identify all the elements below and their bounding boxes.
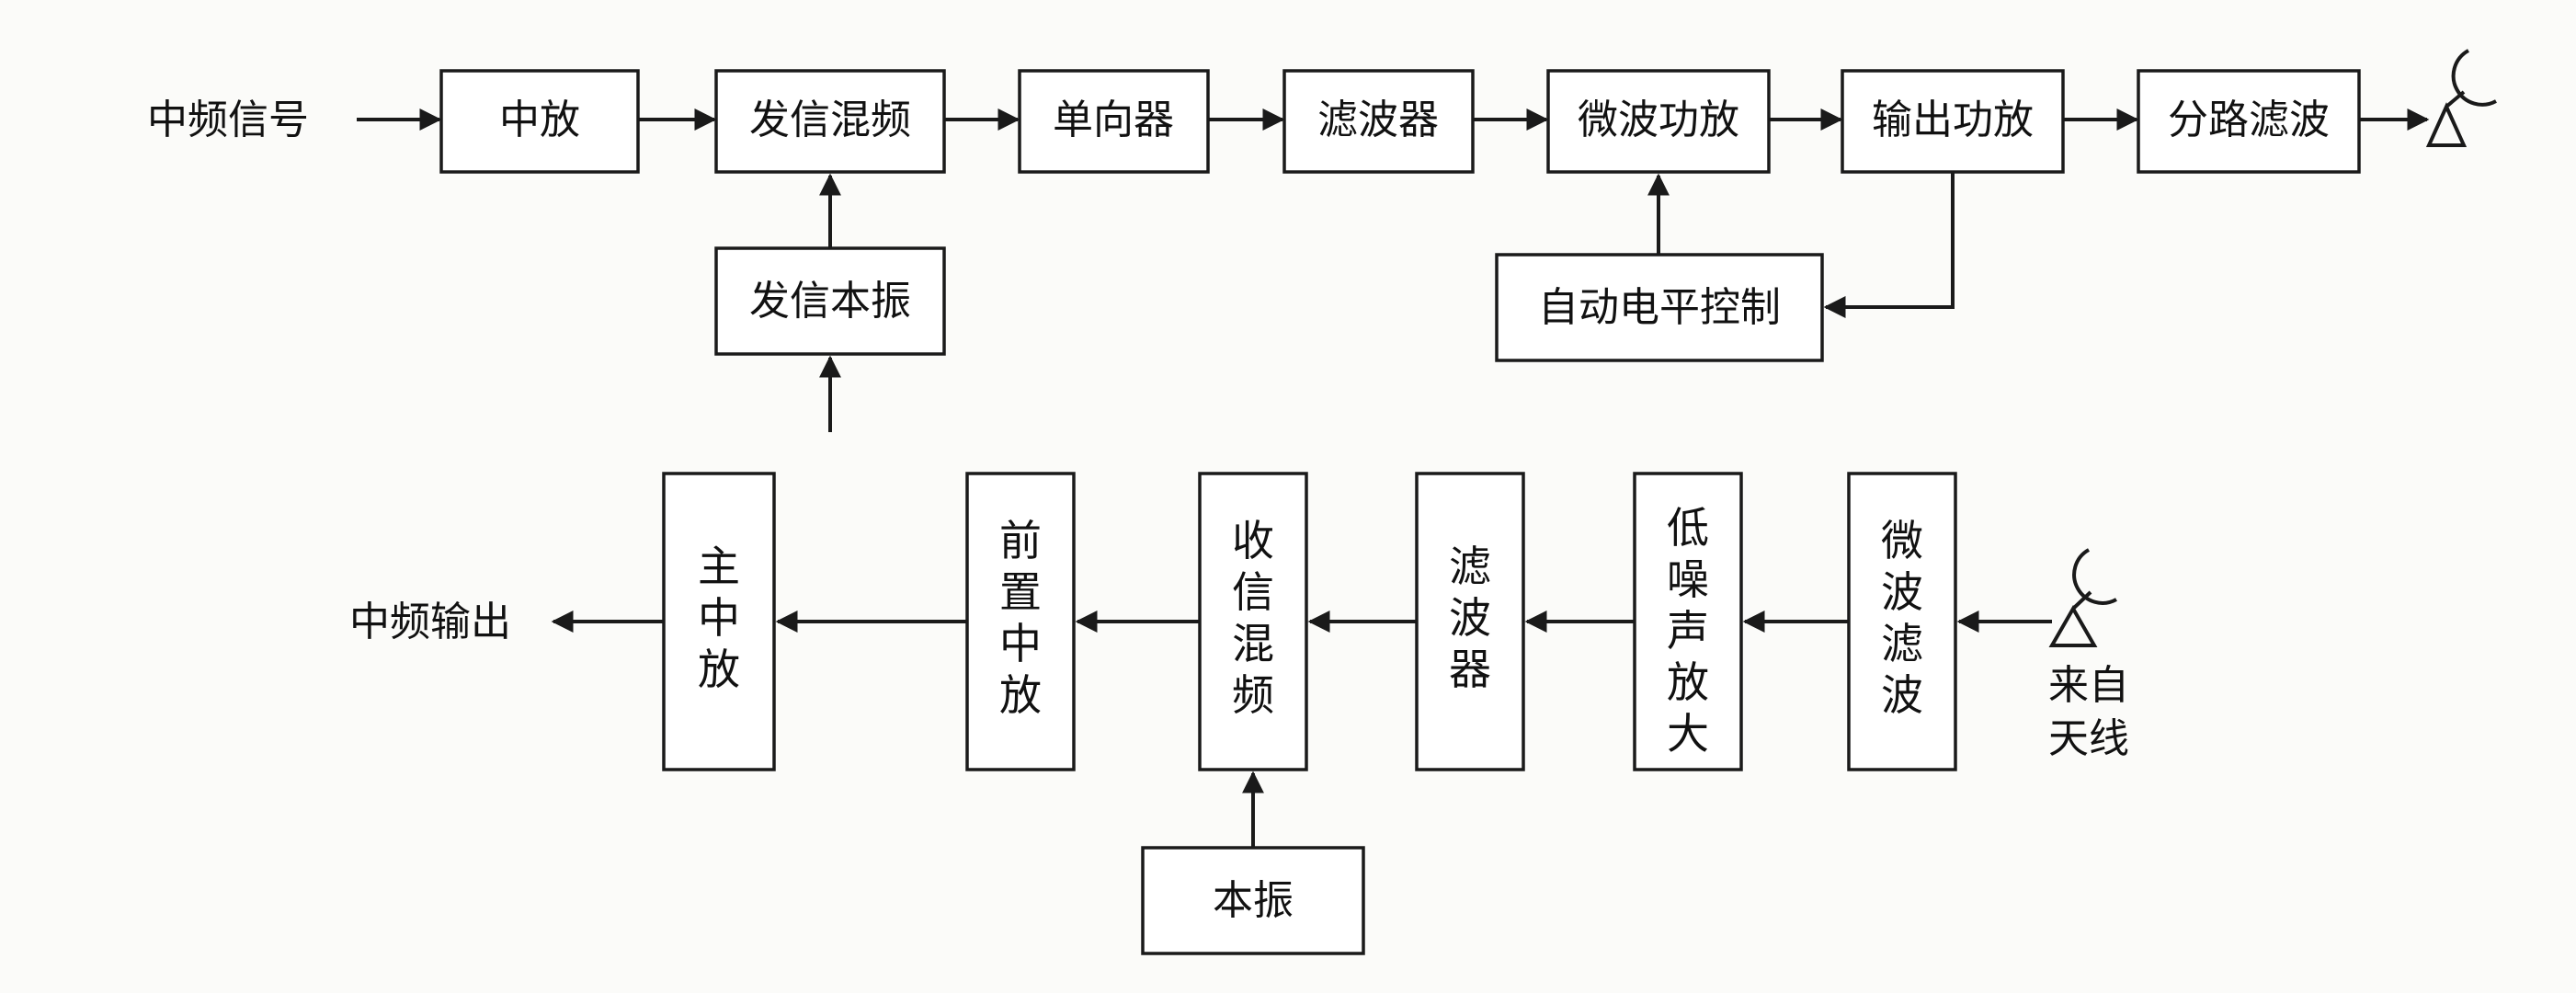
branch-filter-label: 分路滤波 bbox=[2168, 97, 2330, 143]
tx-mixer-box bbox=[714, 69, 946, 174]
output-power-amp-box bbox=[1841, 69, 2065, 174]
rx-mixer-char-1: 收 bbox=[1232, 516, 1274, 565]
rx-filter-box bbox=[1415, 472, 1525, 771]
pre-if-amp-char-4: 放 bbox=[999, 670, 1042, 720]
pre-if-amp-box bbox=[965, 472, 1076, 771]
isolator-label: 单向器 bbox=[1053, 97, 1174, 143]
tx-mixer-label: 发信混频 bbox=[749, 97, 911, 143]
antenna-label-line1: 来自 bbox=[2048, 662, 2129, 709]
tx-local-osc-label: 发信本振 bbox=[749, 278, 911, 325]
main-if-amp-char-3: 放 bbox=[698, 645, 740, 694]
pre-if-amp-char-3: 中 bbox=[999, 619, 1042, 668]
input-label: 中频信号 bbox=[147, 97, 309, 143]
rx-mixer-box bbox=[1198, 472, 1308, 771]
tx-local-osc-box bbox=[714, 246, 946, 356]
rx-antenna-icon bbox=[2048, 548, 2117, 647]
tx-filter-box bbox=[1282, 69, 1475, 174]
alc-label: 自动电平控制 bbox=[1538, 284, 1781, 331]
if-amp-label: 中放 bbox=[499, 97, 580, 143]
rx-mixer-char-2: 信 bbox=[1232, 567, 1274, 617]
mw-filter-char-4: 波 bbox=[1881, 670, 1923, 720]
lna-char-1: 低 bbox=[1667, 503, 1709, 553]
pre-if-amp-char-2: 置 bbox=[999, 567, 1042, 617]
rx-local-osc-label: 本振 bbox=[1213, 877, 1294, 924]
lna-char-5: 大 bbox=[1667, 709, 1709, 759]
lna-char-3: 声 bbox=[1667, 606, 1709, 656]
rx-local-osc-box bbox=[1141, 846, 1365, 955]
mw-filter-char-3: 滤 bbox=[1881, 619, 1923, 668]
antenna-label-line2: 天线 bbox=[2048, 715, 2129, 762]
output-power-amp-label: 输出功放 bbox=[1872, 97, 2034, 143]
output-label: 中频输出 bbox=[349, 599, 511, 645]
tx-filter-label: 滤波器 bbox=[1317, 97, 1439, 143]
rx-filter-char-3: 器 bbox=[1449, 645, 1491, 694]
mw-power-amp-box bbox=[1546, 69, 1771, 174]
lna-char-2: 噪 bbox=[1667, 554, 1709, 604]
lna-char-4: 放 bbox=[1667, 657, 1709, 707]
tx-antenna-icon bbox=[2425, 49, 2497, 147]
alc-box bbox=[1495, 253, 1824, 362]
rx-mixer-char-4: 频 bbox=[1232, 670, 1274, 720]
mw-filter-char-2: 波 bbox=[1881, 567, 1923, 617]
pre-if-amp-char-1: 前 bbox=[999, 516, 1042, 565]
rx-filter-char-2: 波 bbox=[1449, 593, 1491, 643]
main-if-amp-box bbox=[662, 472, 776, 771]
isolator-box bbox=[1018, 69, 1210, 174]
rx-filter-char-1: 滤 bbox=[1449, 542, 1491, 591]
mw-power-amp-label: 微波功放 bbox=[1578, 97, 1739, 143]
main-if-amp-char-2: 中 bbox=[698, 593, 740, 643]
mw-filter-box bbox=[1847, 472, 1957, 771]
rx-mixer-char-3: 混 bbox=[1232, 619, 1274, 668]
arrow-output-amp-to-alc bbox=[1823, 172, 1955, 318]
main-if-amp-char-1: 主 bbox=[698, 542, 740, 591]
mw-filter-char-1: 微 bbox=[1881, 516, 1923, 565]
